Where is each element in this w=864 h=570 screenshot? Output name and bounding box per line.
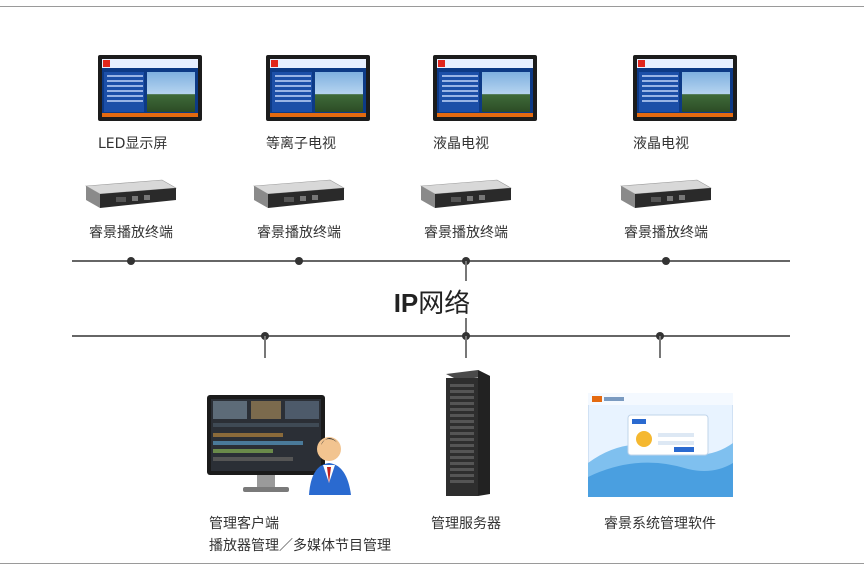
bus-node <box>662 257 670 265</box>
lcd-tv-monitor-2 <box>633 55 737 121</box>
server-tower-icon <box>446 370 490 496</box>
display-label: 液晶电视 <box>433 136 489 152</box>
terminal-label: 睿景播放终端 <box>257 225 341 241</box>
display-label: 等离子电视 <box>266 136 336 152</box>
player-box-icon <box>620 179 712 208</box>
bus-node <box>127 257 135 265</box>
bottom-network-bus <box>72 335 790 337</box>
player-box-icon <box>253 179 345 208</box>
server-label: 管理服务器 <box>431 516 501 532</box>
player-box-icon <box>85 179 177 208</box>
top-network-bus <box>72 260 790 262</box>
network-title: IP网络 <box>394 283 471 320</box>
led-display-monitor <box>98 55 202 121</box>
bus-drop <box>264 336 266 358</box>
software-label: 睿景系统管理软件 <box>604 516 716 532</box>
display-label: 液晶电视 <box>633 136 689 152</box>
bus-connector <box>465 318 467 336</box>
software-window-icon <box>588 393 733 497</box>
client-sublabel: 播放器管理／多媒体节目管理 <box>209 538 391 554</box>
bus-node <box>295 257 303 265</box>
plasma-tv-monitor <box>266 55 370 121</box>
top-border <box>0 6 864 7</box>
client-computer-icon <box>207 395 351 495</box>
display-label: LED显示屏 <box>98 136 168 152</box>
bottom-border <box>0 563 864 564</box>
network-title-prefix: IP <box>393 288 419 318</box>
network-title-suffix: 网络 <box>418 289 471 319</box>
player-box-icon <box>420 179 512 208</box>
bus-connector <box>465 261 467 281</box>
client-label: 管理客户端 <box>209 516 279 532</box>
lcd-tv-monitor <box>433 55 537 121</box>
terminal-label: 睿景播放终端 <box>624 225 708 241</box>
bus-drop <box>465 336 467 358</box>
terminal-label: 睿景播放终端 <box>424 225 508 241</box>
terminal-label: 睿景播放终端 <box>89 225 173 241</box>
bus-drop <box>659 336 661 358</box>
